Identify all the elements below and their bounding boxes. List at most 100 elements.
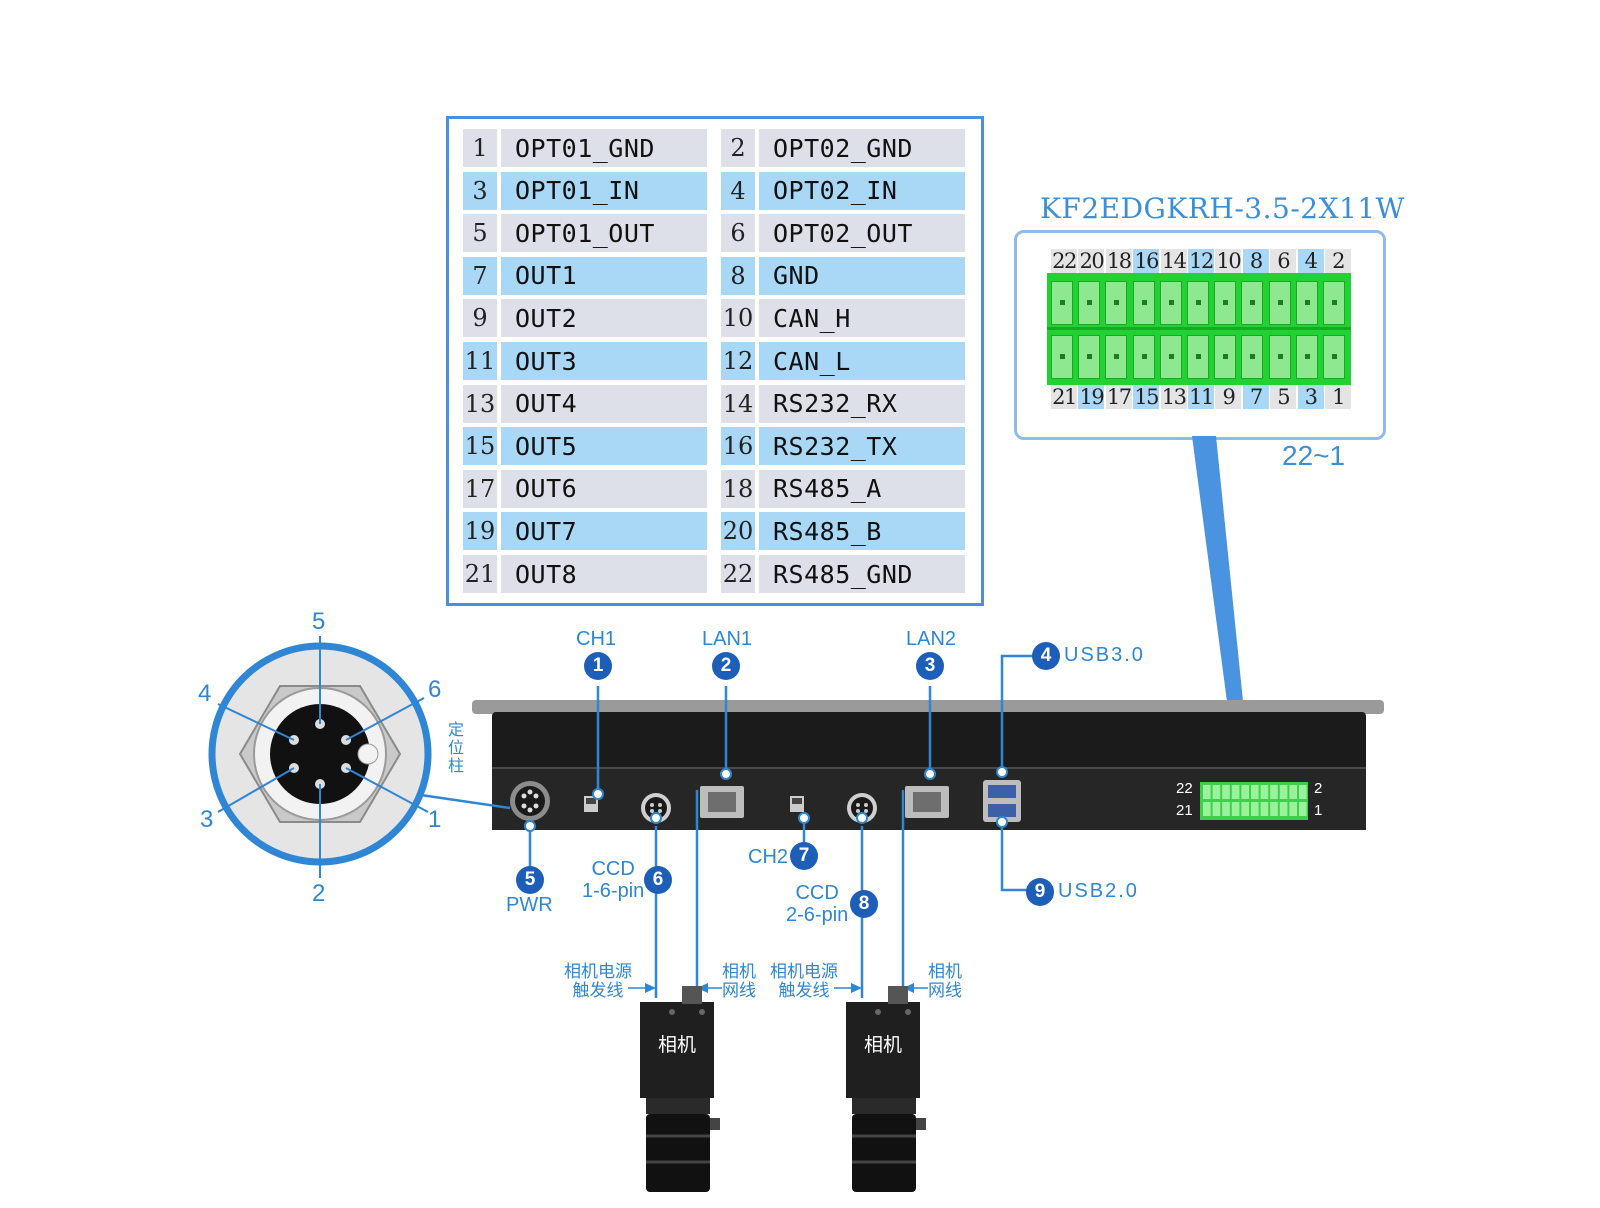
pin-label: OPT01_IN <box>501 171 707 210</box>
tb-top-pin: 8 <box>1242 249 1269 273</box>
terminal-block-title: KF2EDGKRH-3.5-2X11W <box>1040 192 1405 225</box>
pin-number: 19 <box>463 512 497 551</box>
tb-terminal-cell <box>1268 335 1291 379</box>
usb3-label: USB3.0 <box>1064 644 1145 666</box>
locator-pin-label: 定 位 柱 <box>448 722 465 775</box>
ch2-label: CH2 <box>748 846 789 868</box>
pin-label: RS232_RX <box>759 384 965 423</box>
pin-number: 10 <box>721 299 755 338</box>
panel-tb-label-1: 1 <box>1314 802 1323 819</box>
tb-terminal-cell <box>1105 335 1128 379</box>
ccd1-badge: 6 <box>644 866 672 894</box>
tb-top-pin: 12 <box>1188 249 1214 273</box>
tb-terminal-cell <box>1132 281 1155 325</box>
tb-terminal-cell <box>1295 281 1318 325</box>
pwr-badge: 5 <box>516 866 544 894</box>
connector-pin-5: 5 <box>312 608 326 635</box>
connector-pin-6: 6 <box>428 676 442 703</box>
tb-bottom-pin: 17 <box>1105 385 1132 409</box>
lan1-label: LAN1 <box>702 628 753 650</box>
tb-terminal-cell <box>1268 281 1291 325</box>
camera-2-name: 相机 <box>864 1035 903 1056</box>
camera-2-power-label: 相机电源触发线 <box>770 962 838 1000</box>
tb-top-pin: 20 <box>1078 249 1105 273</box>
pin-label: RS485_B <box>759 512 965 551</box>
tb-top-pin: 14 <box>1160 249 1187 273</box>
panel-tb-cell <box>1241 802 1249 816</box>
panel-tb-label-21: 21 <box>1176 802 1193 819</box>
pin-label: OUT4 <box>501 384 707 423</box>
connector-pin-3: 3 <box>200 806 214 833</box>
pin-label: OPT01_GND <box>501 129 707 167</box>
pin-label: OPT01_OUT <box>501 214 707 253</box>
panel-tb-cell <box>1251 785 1259 799</box>
tb-bottom-pin: 21 <box>1051 385 1077 409</box>
tb-terminal-cell <box>1295 335 1318 379</box>
pin-label: OPT02_IN <box>759 171 965 210</box>
terminal-block-range: 22~1 <box>1282 440 1346 471</box>
pin-number: 22 <box>721 555 755 593</box>
connector-pin-1: 1 <box>428 806 442 833</box>
panel-tb-cell <box>1231 802 1240 816</box>
panel-tb-cell <box>1289 785 1297 799</box>
connector-pin-4: 4 <box>198 680 212 707</box>
pin-label: GND <box>759 256 965 295</box>
pin-number: 21 <box>463 555 497 593</box>
panel-tb-cell <box>1260 802 1269 816</box>
pin-number: 12 <box>721 342 755 380</box>
tb-bottom-pin: 5 <box>1270 385 1297 409</box>
terminal-callout-wedge <box>1192 436 1250 770</box>
pin-number: 7 <box>463 256 497 295</box>
panel-tb-cell <box>1279 802 1288 816</box>
tb-terminal-cell <box>1105 281 1128 325</box>
tb-terminal-cell <box>1323 281 1345 325</box>
pin-number: 6 <box>721 214 755 253</box>
tb-top-pin: 16 <box>1133 249 1160 273</box>
panel-tb-cell <box>1251 802 1259 816</box>
panel-tb-cell <box>1299 785 1307 799</box>
panel-tb-cell <box>1231 785 1240 799</box>
pin-label: CAN_H <box>759 299 965 338</box>
lan2-badge: 3 <box>916 652 944 680</box>
ccd1-connector <box>641 793 671 823</box>
camera-1 <box>640 986 720 1192</box>
pin-label: OUT7 <box>501 512 707 551</box>
pin-label: OUT1 <box>501 256 707 295</box>
pin-label: OPT02_OUT <box>759 214 965 253</box>
panel-tb-cell <box>1270 802 1278 816</box>
lan1-badge: 2 <box>712 652 740 680</box>
panel-tb-cell <box>1212 785 1221 799</box>
panel-tb-cell <box>1203 802 1211 816</box>
pin-number: 3 <box>463 171 497 210</box>
panel-tb-cell <box>1299 802 1307 816</box>
usb3-badge: 4 <box>1032 642 1060 670</box>
pin-label: OPT02_GND <box>759 129 965 167</box>
pin-label: RS485_A <box>759 469 965 508</box>
tb-bottom-pin: 1 <box>1325 385 1351 409</box>
tb-terminal-cell <box>1187 281 1209 325</box>
pin-number: 8 <box>721 256 755 295</box>
tb-terminal-cell <box>1078 281 1101 325</box>
usb2-label: USB2.0 <box>1058 880 1139 902</box>
pin-number: 1 <box>463 129 497 167</box>
tb-terminal-cell <box>1078 335 1101 379</box>
ccd2-connector <box>847 793 877 823</box>
pin-label: OUT8 <box>501 555 707 593</box>
pin-number: 17 <box>463 469 497 508</box>
camera-1-name: 相机 <box>658 1035 697 1056</box>
tb-terminal-cell <box>1159 335 1182 379</box>
pin-label: OUT3 <box>501 342 707 380</box>
pin-label: OUT5 <box>501 427 707 466</box>
ccd2-badge: 8 <box>850 890 878 918</box>
pin-number: 14 <box>721 384 755 423</box>
pin-number: 13 <box>463 384 497 423</box>
ch2-badge: 7 <box>790 842 818 870</box>
tb-terminal-cell <box>1214 281 1237 325</box>
connector-pin-2: 2 <box>312 880 326 907</box>
tb-terminal-cell <box>1051 281 1073 325</box>
pin-number: 20 <box>721 512 755 551</box>
camera-2-net-label: 相机网线 <box>928 962 962 1000</box>
tb-terminal-cell <box>1241 335 1264 379</box>
panel-tb-cell <box>1203 785 1211 799</box>
tb-terminal-cell <box>1241 281 1264 325</box>
